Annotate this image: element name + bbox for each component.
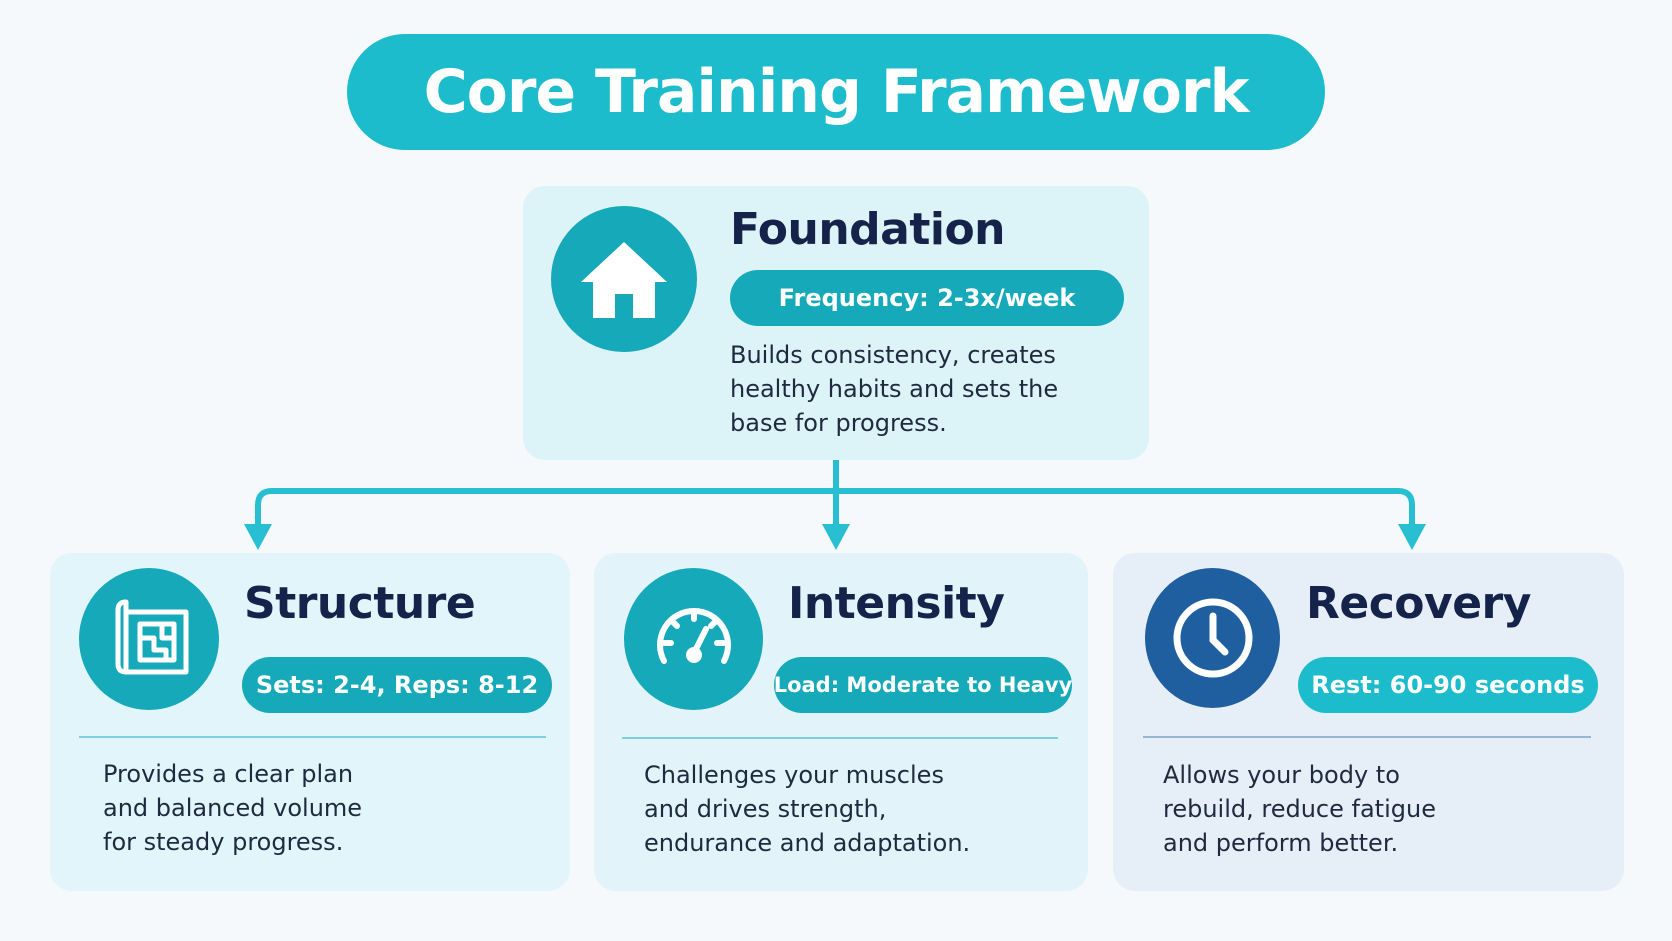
structure-title: Structure xyxy=(244,578,476,629)
recovery-divider xyxy=(1143,736,1591,738)
blueprint-icon xyxy=(79,568,219,710)
intensity-description: Challenges your muscles and drives stren… xyxy=(644,761,971,857)
structure-sets-badge: Sets: 2-4, Reps: 8-12 xyxy=(242,657,552,713)
recovery-card: Recovery Rest: 60-90 seconds Allows your… xyxy=(1113,553,1624,891)
foundation-frequency-badge: Frequency: 2-3x/week xyxy=(730,270,1124,326)
clock-icon xyxy=(1145,568,1280,708)
foundation-description: Builds consistency, creates healthy habi… xyxy=(730,341,1059,437)
foundation-card: Foundation Frequency: 2-3x/week Builds c… xyxy=(523,186,1149,460)
page-title: Core Training Framework xyxy=(423,57,1250,127)
arrow-head-recovery xyxy=(1398,524,1426,550)
arrow-head-structure xyxy=(244,524,272,550)
arrow-head-intensity xyxy=(822,524,850,550)
structure-description: Provides a clear plan and balanced volum… xyxy=(103,760,363,856)
recovery-rest-badge: Rest: 60-90 seconds xyxy=(1298,657,1598,713)
title-banner: Core Training Framework xyxy=(347,34,1325,150)
intensity-card: Intensity Load: Moderate to Heavy Challe… xyxy=(594,553,1088,891)
recovery-title: Recovery xyxy=(1306,578,1531,629)
intensity-divider xyxy=(622,737,1058,739)
intensity-title: Intensity xyxy=(788,578,1005,629)
intensity-load-badge: Load: Moderate to Heavy xyxy=(774,657,1072,713)
structure-divider xyxy=(79,736,546,738)
structure-card: Structure Sets: 2-4, Reps: 8-12 Provides… xyxy=(50,553,570,891)
speedometer-icon xyxy=(624,568,763,710)
recovery-description: Allows your body to rebuild, reduce fati… xyxy=(1163,761,1436,857)
house-icon xyxy=(551,206,697,352)
foundation-title: Foundation xyxy=(730,204,1006,255)
